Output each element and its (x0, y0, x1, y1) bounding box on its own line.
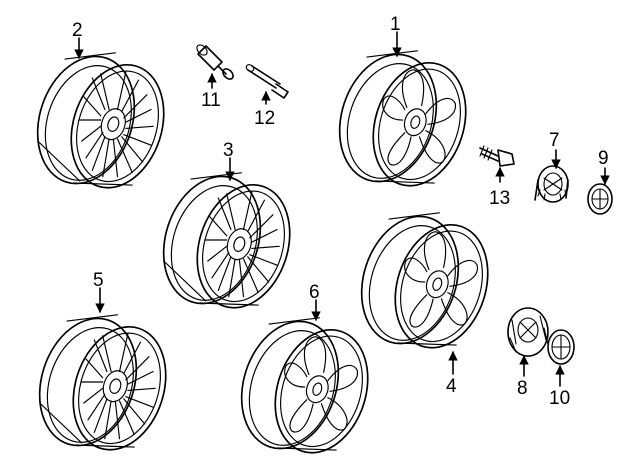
callout-arrows (74, 31, 610, 387)
center-cap-8 (507, 307, 549, 357)
callout-6: 6 (309, 282, 320, 303)
callout-9: 9 (598, 148, 609, 169)
callout-7: 7 (549, 130, 560, 151)
callout-5: 5 (93, 270, 104, 291)
callout-11: 11 (201, 90, 221, 111)
wheel-6 (225, 307, 384, 466)
callout-1: 1 (390, 14, 401, 35)
wheel-5 (23, 304, 182, 463)
bolt-13 (479, 145, 515, 167)
callout-13: 13 (489, 188, 510, 209)
wheel-3 (147, 162, 306, 321)
callout-8: 8 (517, 378, 528, 399)
center-cap-7 (534, 165, 569, 203)
valve-stem-11 (196, 44, 234, 80)
valve-stem-12 (245, 64, 289, 99)
callout-2: 2 (72, 20, 83, 41)
callout-12: 12 (254, 108, 275, 129)
emblem-9 (587, 183, 613, 215)
wheel-1 (323, 40, 482, 199)
callout-3: 3 (223, 140, 234, 161)
emblem-10 (547, 329, 575, 365)
wheel-4 (345, 202, 504, 361)
callout-4: 4 (446, 376, 457, 397)
callout-10: 10 (549, 388, 570, 409)
wheel-2 (21, 42, 180, 201)
